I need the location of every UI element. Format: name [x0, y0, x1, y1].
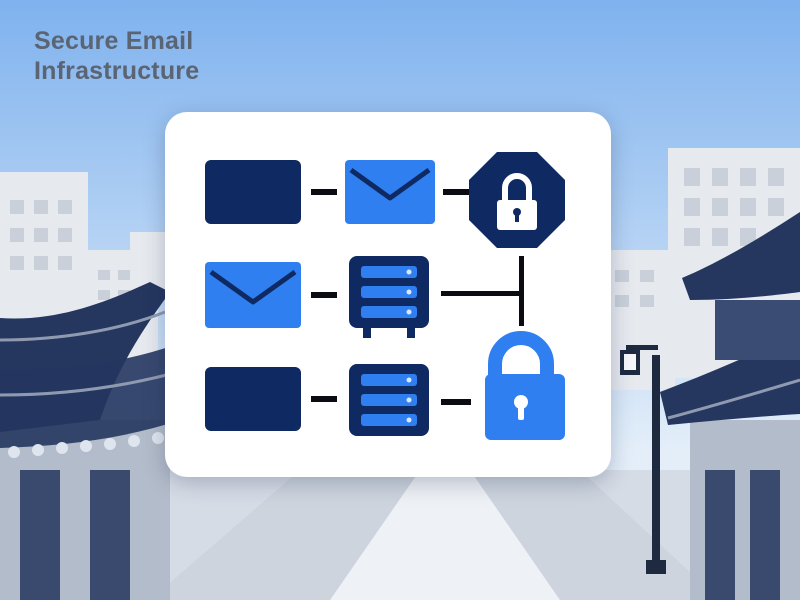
server-rack-icon — [349, 256, 429, 338]
envelope-icon — [205, 262, 301, 328]
building-right-windows — [615, 168, 784, 307]
connector-line — [311, 396, 337, 402]
sidewalk-left — [150, 470, 420, 600]
connector-line — [441, 291, 521, 296]
navy-rectangle-icon — [205, 160, 301, 224]
title-line-2: Infrastructure — [34, 57, 200, 85]
lamp-glass — [624, 354, 636, 370]
hanok-right — [660, 212, 800, 600]
building-left-windows — [10, 200, 130, 300]
email-security-diagram — [205, 152, 565, 440]
octagon-lock-icon — [469, 152, 565, 248]
padlock-icon — [485, 331, 565, 440]
hanok-left — [0, 282, 180, 600]
connector-line — [519, 256, 524, 326]
envelope-icon — [345, 160, 435, 224]
page-title: Secure Email Infrastructure — [34, 26, 199, 86]
title-line-1: Secure Email — [34, 27, 194, 55]
navy-rectangle-icon — [205, 367, 301, 431]
connector-line — [443, 189, 469, 195]
connector-line — [441, 399, 471, 405]
street — [330, 470, 560, 600]
server-rack-icon — [349, 364, 429, 436]
connector-line — [311, 189, 337, 195]
diagram-card — [165, 112, 611, 477]
connector-line — [311, 292, 337, 298]
